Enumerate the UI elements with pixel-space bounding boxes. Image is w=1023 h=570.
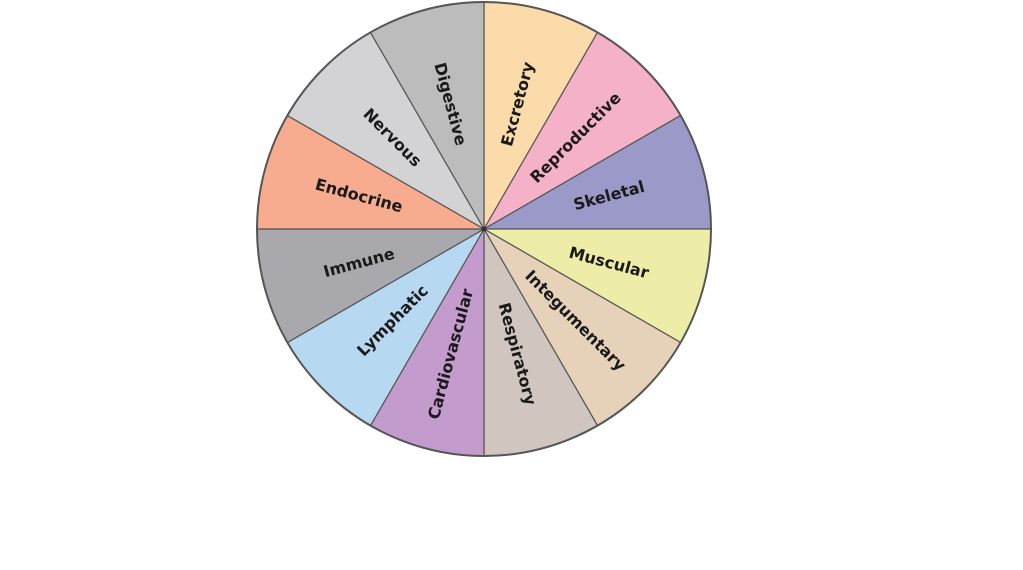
wheel-hub: [481, 226, 487, 232]
wheel-segments: [256, 1, 712, 457]
wheel-rim: [256, 1, 712, 457]
